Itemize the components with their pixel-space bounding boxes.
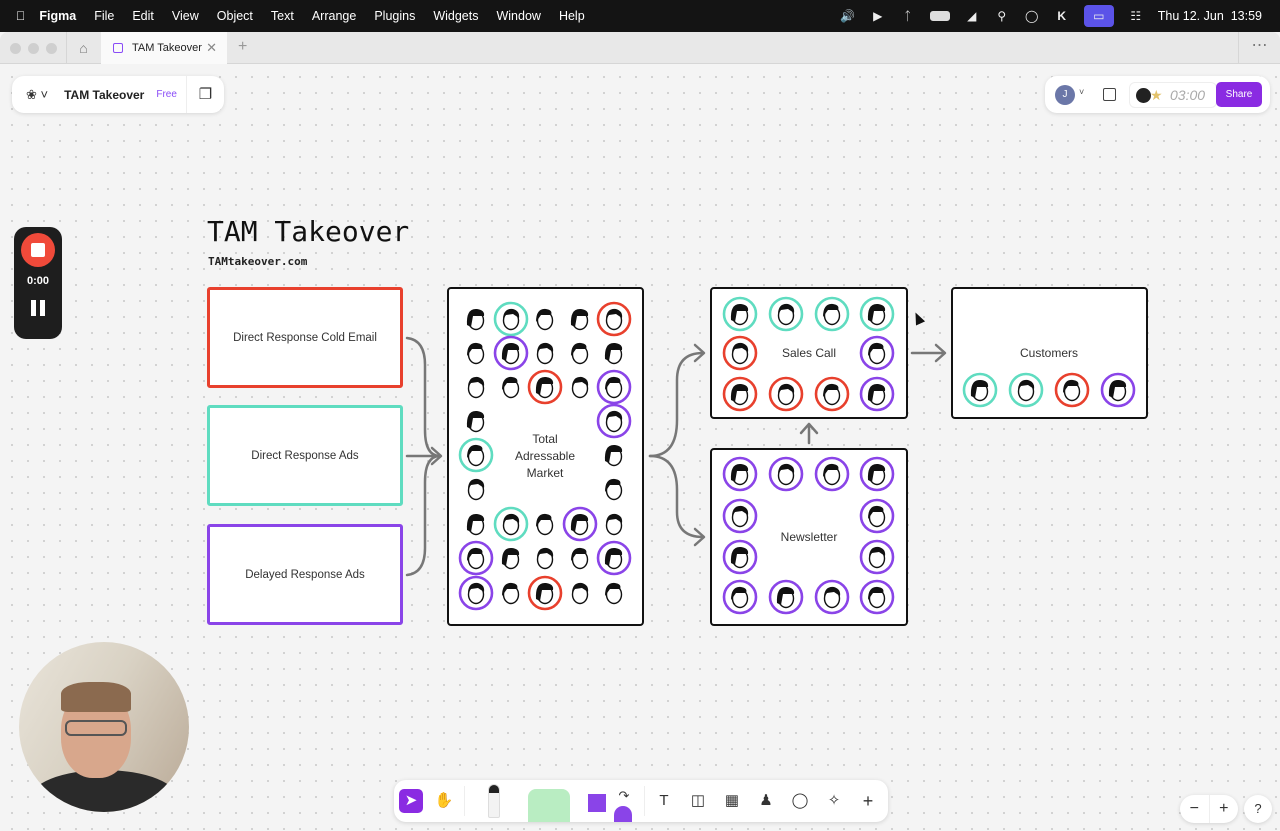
hand-tool-icon[interactable]: ✋ — [434, 792, 454, 809]
timer-value: 03:00 — [1170, 87, 1206, 103]
control-center-icon[interactable]: ☷ — [1130, 9, 1142, 23]
play-icon[interactable]: ▶ — [873, 9, 883, 23]
file-panel: ❀ ˅ TAM Takeover Free ❐ — [12, 76, 224, 113]
close-tab-icon[interactable]: ✕ — [206, 40, 217, 55]
bottom-toolbar: ➤ ✋ ↷ T ◫ ▦ ♟ ◯ ✧ + — [394, 780, 888, 822]
menu-arrange[interactable]: Arrange — [302, 9, 356, 23]
file-name[interactable]: TAM Takeover — [64, 87, 145, 102]
webcam-overlay — [19, 642, 189, 812]
star-icon: ★ — [1150, 87, 1163, 103]
zoom-controls: − + — [1180, 795, 1238, 823]
pause-icon[interactable] — [31, 300, 45, 316]
ai-sparkle-icon[interactable]: ✧ — [827, 792, 841, 809]
more-tools-icon[interactable]: + — [862, 791, 874, 811]
timer-widget[interactable]: ★ 03:00 — [1129, 82, 1217, 108]
customers-label: Customers — [1019, 346, 1078, 360]
menu-plugins[interactable]: Plugins — [364, 9, 415, 23]
pen-tool-icon[interactable] — [482, 784, 506, 822]
stamp-tool-icon[interactable]: ♟ — [759, 792, 773, 809]
shortcut-icon[interactable]: ◯ — [1025, 9, 1039, 23]
source-label: Delayed Response Ads — [245, 568, 365, 581]
menu-text[interactable]: Text — [261, 9, 294, 23]
menu-edit[interactable]: Edit — [122, 9, 154, 23]
tab-bar: ⌂ TAM Takeover ✕ + ⋯ — [0, 32, 1280, 64]
search-icon[interactable]: ⚲ — [997, 9, 1007, 23]
wifi-icon[interactable]: ◢ — [967, 9, 977, 23]
stop-recording-button[interactable] — [21, 233, 55, 267]
tab-label: TAM Takeover — [132, 42, 202, 54]
tab-tam-takeover[interactable]: TAM Takeover ✕ — [101, 32, 227, 64]
source-cold-email[interactable]: Direct Response Cold Email — [207, 287, 403, 388]
home-icon[interactable]: ⌂ — [66, 32, 100, 64]
sales-call-label: Sales Call — [781, 346, 837, 360]
figma-menu-icon[interactable]: ❀ ˅ — [26, 86, 49, 102]
circle-shape-icon[interactable] — [614, 806, 632, 822]
new-tab-icon[interactable]: + — [238, 38, 248, 55]
menu-window[interactable]: Window — [487, 9, 540, 23]
menu-file[interactable]: File — [84, 9, 114, 23]
zoom-out-button[interactable]: − — [1189, 800, 1199, 817]
table-tool-icon[interactable]: ▦ — [724, 792, 740, 809]
apple-icon[interactable]:  — [16, 9, 25, 23]
pages-icon[interactable]: ❐ — [186, 76, 224, 113]
figjam-file-icon — [113, 43, 123, 53]
plan-badge[interactable]: Free — [156, 89, 177, 100]
menu-app-name[interactable]: Figma — [30, 9, 76, 23]
volume-icon[interactable]: 🔊 — [840, 9, 856, 23]
shape-tool-icon[interactable] — [588, 794, 606, 812]
menu-view[interactable]: View — [162, 9, 199, 23]
recorder-widget: 0:00 — [14, 227, 62, 339]
battery-icon[interactable] — [929, 11, 950, 21]
music-disk-icon — [1136, 88, 1151, 103]
menu-bar:  Figma File Edit View Object Text Arran… — [0, 0, 1280, 32]
newsletter-label: Newsletter — [780, 530, 838, 544]
clock: Thu 12. Jun 13:59 — [1157, 9, 1262, 23]
more-icon[interactable]: ⋯ — [1238, 32, 1280, 64]
menu-object[interactable]: Object — [207, 9, 253, 23]
chevron-down-icon[interactable]: ˅ — [1079, 87, 1085, 97]
layout-icon[interactable] — [1103, 88, 1116, 101]
recording-time: 0:00 — [26, 275, 50, 287]
sticky-note-tool-icon[interactable] — [528, 789, 570, 822]
source-delayed-ads[interactable]: Delayed Response Ads — [207, 524, 403, 625]
help-button[interactable]: ? — [1244, 795, 1272, 823]
menu-help[interactable]: Help — [549, 9, 585, 23]
connector-arrow-icon[interactable]: ↷ — [618, 788, 630, 803]
zoom-in-button[interactable]: + — [1208, 795, 1239, 823]
section-tool-icon[interactable]: ◫ — [690, 792, 706, 809]
screen-share-icon[interactable]: ▭ — [1083, 5, 1114, 27]
source-direct-ads[interactable]: Direct Response Ads — [207, 405, 403, 506]
k-app-icon[interactable]: K — [1057, 9, 1067, 23]
zoom-window-button[interactable] — [46, 43, 57, 54]
share-button[interactable]: Share — [1216, 82, 1262, 107]
comment-tool-icon[interactable]: ◯ — [791, 792, 809, 809]
board-subtitle: TAMtakeover.com — [208, 255, 308, 268]
close-window-button[interactable] — [10, 43, 21, 54]
source-label: Direct Response Ads — [251, 449, 359, 462]
board-title: TAM Takeover — [207, 215, 410, 248]
select-tool-icon[interactable]: ➤ — [399, 789, 423, 813]
text-tool-icon[interactable]: T — [659, 792, 669, 809]
menu-widgets[interactable]: Widgets — [423, 9, 478, 23]
minimize-window-button[interactable] — [28, 43, 39, 54]
collab-panel: J ˅ ★ 03:00 Share — [1045, 76, 1270, 113]
avatar[interactable]: J — [1055, 85, 1075, 105]
source-label: Direct Response Cold Email — [233, 331, 377, 344]
bluetooth-icon[interactable]: ᛏ — [904, 9, 912, 23]
